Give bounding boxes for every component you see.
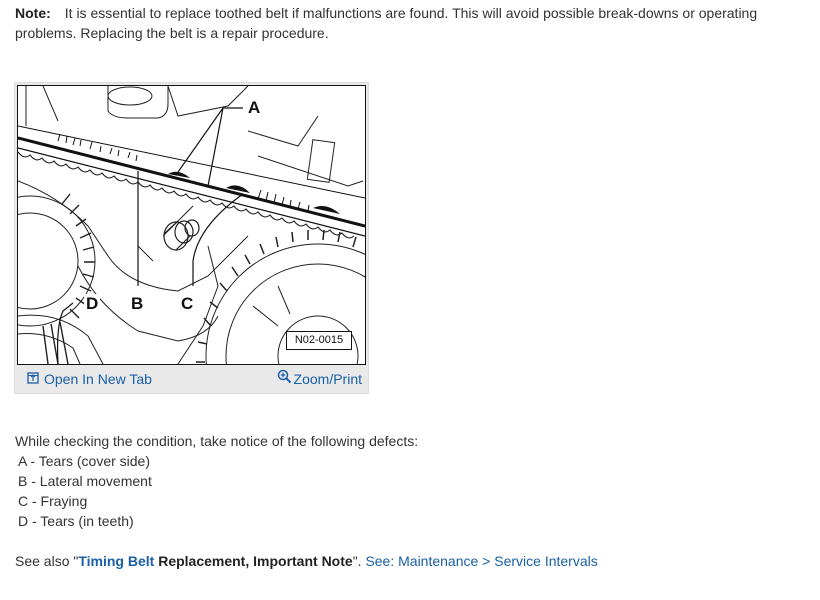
callout-a: A (248, 98, 261, 117)
figure-code-label: N02-0015 (286, 331, 352, 350)
defects-intro: While checking the condition, take notic… (15, 433, 419, 449)
note-paragraph: Note:It is essential to replace toothed … (15, 3, 805, 43)
maintenance-service-intervals-link[interactable]: See: Maintenance > Service Intervals (365, 553, 598, 569)
timing-belt-illustration[interactable]: A B C D N02-0015 (17, 85, 366, 365)
callout-c: C (181, 294, 194, 313)
see-also-title: Replacement, Important Note (154, 553, 353, 569)
open-in-new-tab-icon (27, 368, 39, 390)
callout-d: D (84, 294, 101, 314)
open-in-new-tab-label: Open In New Tab (44, 371, 152, 387)
see-also-paragraph: See also "Timing Belt Replacement, Impor… (15, 551, 598, 571)
defect-item-c: C - Fraying (18, 493, 88, 509)
zoom-in-icon (277, 368, 292, 390)
defect-item-d: D - Tears (in teeth) (18, 513, 134, 529)
note-text: It is essential to replace toothed belt … (15, 5, 758, 41)
see-also-prefix: See also " (15, 553, 79, 569)
figure-frame: A B C D N02-0015 Open In New Tab Zoom/Pr… (14, 82, 369, 394)
zoom-print-link[interactable]: Zoom/Print (277, 368, 362, 390)
belt-drawing (18, 86, 365, 364)
see-also-suffix: ". (352, 553, 366, 569)
callout-b: B (131, 294, 144, 313)
defect-item-b: B - Lateral movement (18, 473, 152, 489)
defect-item-a: A - Tears (cover side) (18, 453, 151, 469)
defects-list: A - Tears (cover side) B - Lateral movem… (18, 451, 152, 531)
zoom-print-label: Zoom/Print (293, 371, 362, 387)
note-label: Note: (15, 5, 51, 21)
open-in-new-tab-link[interactable]: Open In New Tab (27, 368, 152, 390)
timing-belt-link[interactable]: Timing Belt (78, 553, 155, 569)
